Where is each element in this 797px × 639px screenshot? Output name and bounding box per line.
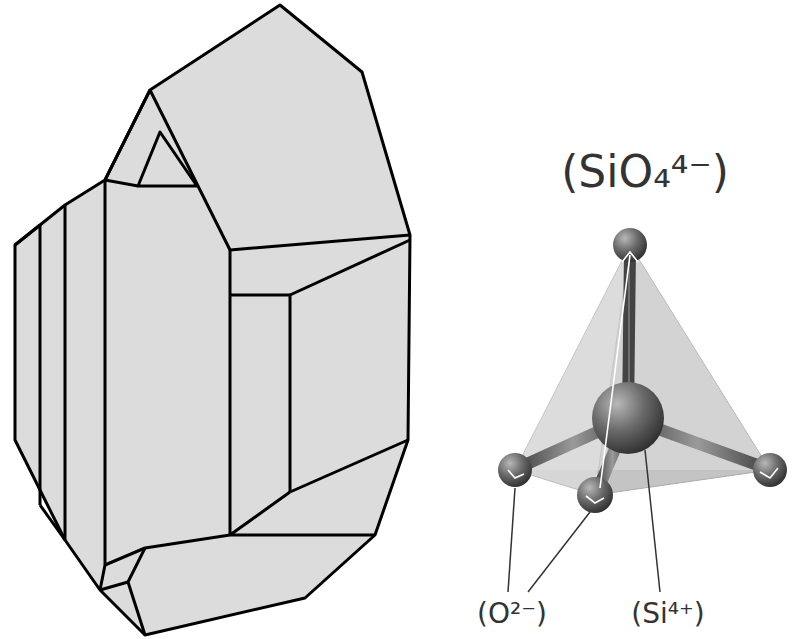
ion-label: (O²⁻) [477, 600, 547, 628]
silicate-tetrahedron [498, 228, 787, 592]
ion-formula: (SiO₄⁴⁻) [561, 150, 729, 194]
ion-label: (Si⁴⁺) [631, 600, 704, 628]
quartz-crystal [15, 5, 410, 635]
